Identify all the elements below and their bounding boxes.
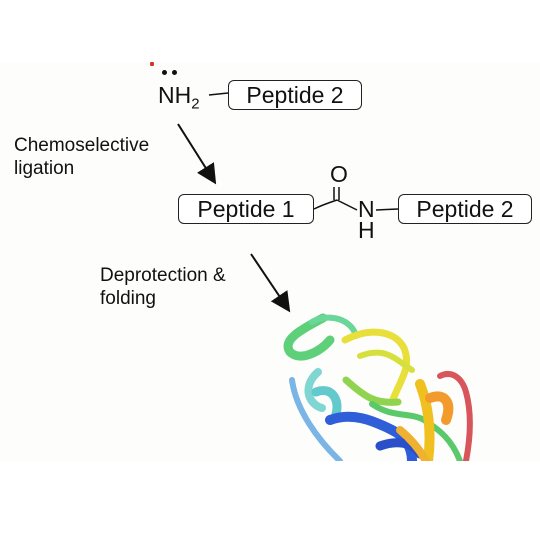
nitrogen-peptide2-bond (375, 208, 399, 211)
peptide-2-reagent-label: Peptide 2 (246, 81, 344, 108)
amide-c-n-bond (336, 199, 358, 211)
folded-protein-ribbon-icon (283, 313, 473, 461)
amine-group: NH2 (158, 82, 200, 113)
peptide-2-product-label: Peptide 2 (416, 195, 514, 222)
amide-nitrogen: N (358, 196, 375, 222)
step1-label-line1: Chemoselective (14, 135, 150, 156)
peptide-1-box: Peptide 1 (178, 194, 314, 224)
amine-bond (208, 92, 229, 96)
peptide-2-product-box: Peptide 2 (398, 194, 532, 224)
step1-label-line2: ligation (14, 158, 75, 179)
step2-label-line1: Deprotection & (100, 265, 226, 286)
ligation-arrow (177, 123, 217, 185)
step2-label-line2: folding (100, 288, 156, 309)
stray-red-mark (150, 62, 154, 66)
peptide-1-label: Peptide 1 (197, 195, 295, 222)
carbonyl-oxygen: O (330, 161, 348, 187)
diagram-background (0, 63, 540, 461)
peptide1-carbonyl-bond (313, 199, 338, 210)
peptide-2-reagent-box: Peptide 2 (228, 80, 362, 110)
lone-pair-dots (161, 70, 183, 76)
amide-hydrogen: H (358, 217, 375, 243)
folding-arrow (250, 253, 291, 313)
